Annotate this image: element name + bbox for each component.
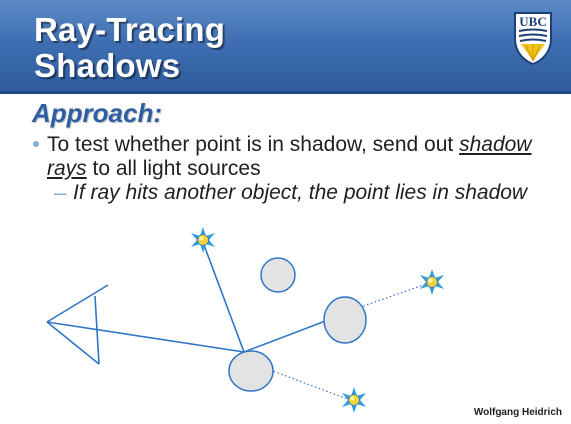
ubc-logo: UBC (514, 12, 552, 65)
eye-camera (46, 284, 245, 365)
shadow-rays-term: shadow rays (47, 133, 532, 180)
slide-title: Ray-Tracing Shadows (34, 12, 225, 84)
light-bottom (342, 387, 366, 413)
sub-bullet-dash: – (54, 180, 67, 205)
logo-text: UBC (519, 14, 546, 29)
light-right (420, 269, 444, 295)
object-small-circle (260, 257, 296, 293)
bullet-text-before: To test whether point is in shadow, send… (47, 133, 460, 156)
solid-rays (203, 244, 337, 353)
slide-title-line-1: Ray-Tracing (34, 11, 226, 48)
dotted-shadow-rays (269, 282, 430, 401)
title-divider (0, 91, 571, 94)
sub-bullet-text: If ray hits another object, the point li… (73, 181, 528, 204)
object-right-ellipse (323, 296, 367, 344)
section-heading: Approach: (32, 98, 162, 128)
slide-title-line-2: Shadows (34, 47, 181, 84)
object-bottom-ellipse (228, 350, 274, 392)
bullet-text: To test whether point is in shadow, send… (47, 133, 547, 181)
scene-objects (228, 257, 367, 392)
title-bar: Ray-Tracing Shadows UBC (0, 0, 571, 91)
author-footer: Wolfgang Heidrich (473, 407, 562, 418)
bullet-text-after: to all light sources (86, 157, 261, 180)
shadow-ray-diagram (46, 227, 444, 413)
light-top (191, 227, 215, 253)
bullet-dot (33, 141, 39, 147)
